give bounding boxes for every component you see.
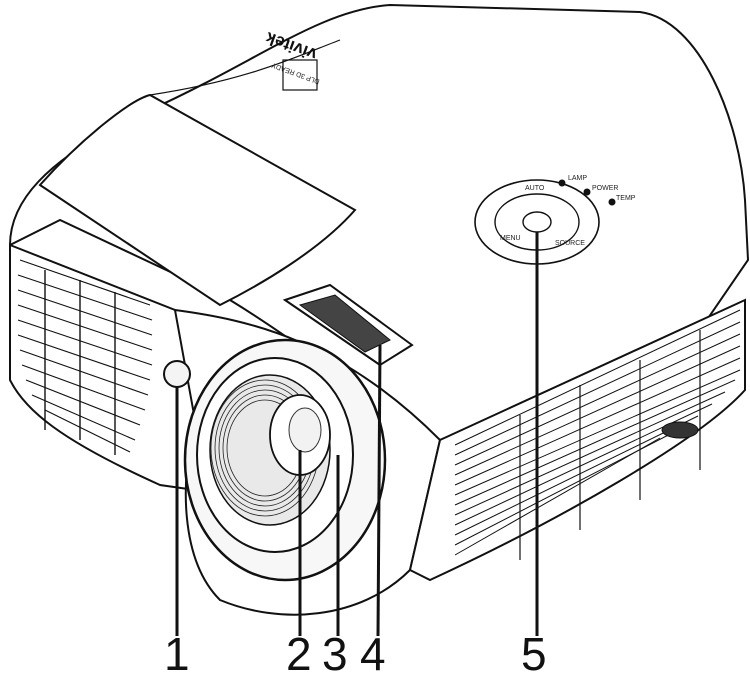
callout-1: 1 — [164, 628, 190, 675]
ir-receiver — [163, 360, 191, 388]
callout-3: 3 — [322, 628, 348, 675]
leader-lines — [175, 232, 539, 637]
keypad-menu: MENU — [500, 235, 521, 242]
adjustable-foot — [661, 421, 699, 439]
right-vent-slats — [454, 309, 741, 556]
callout-5: 5 — [521, 628, 547, 675]
enter-button — [522, 211, 552, 233]
badge-box — [282, 59, 318, 91]
callout-labels: 1 2 3 4 5 — [164, 628, 547, 675]
keypad-source: SOURCE — [555, 240, 585, 247]
callout-4: 4 — [360, 628, 386, 675]
leader-4 — [376, 344, 382, 637]
left-vent-slats — [17, 259, 153, 453]
left-vent-fins — [44, 270, 116, 455]
right-vent-fins — [519, 330, 701, 560]
lens-assembly — [183, 338, 387, 582]
led-lamp: LAMP — [568, 175, 587, 182]
lamp-cover-ridge — [149, 39, 341, 96]
led-power: POWER — [592, 185, 618, 192]
keypad-auto: AUTO — [525, 185, 545, 192]
control-keypad: AUTO MENU SOURCE — [474, 179, 600, 265]
callout-2: 2 — [286, 628, 312, 675]
zoom-ring — [282, 283, 414, 367]
led-temp: TEMP — [616, 195, 636, 202]
lamp-cover — [38, 93, 357, 307]
lens-glass-highlight — [288, 407, 322, 453]
indicator-leds: LAMP POWER TEMP — [558, 175, 636, 206]
